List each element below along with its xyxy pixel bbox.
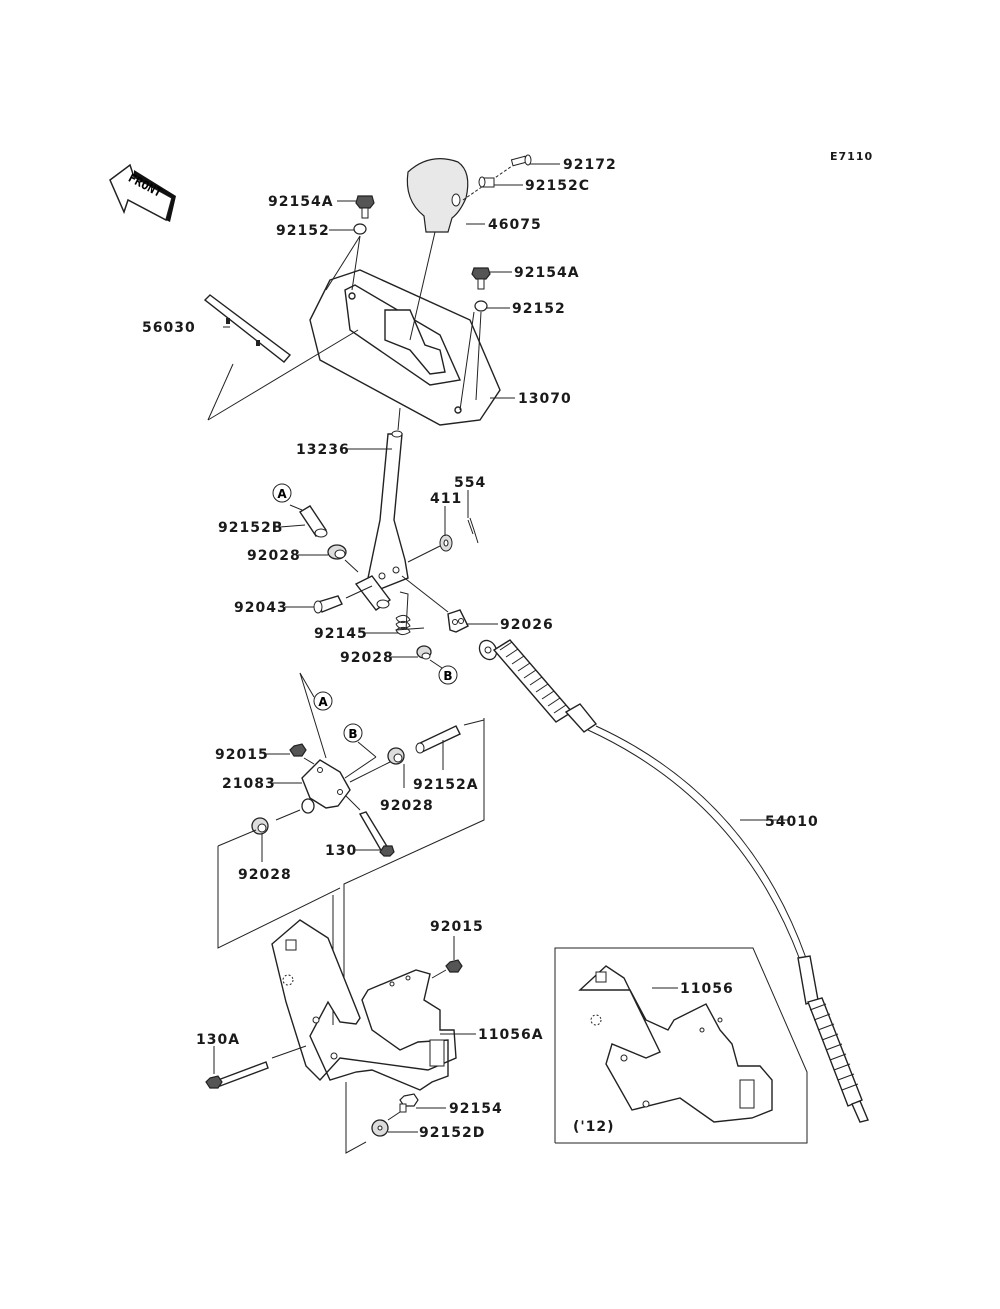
svg-text:B: B — [443, 669, 452, 683]
label-92152B[interactable]: 92152B — [218, 520, 283, 536]
bushing-92028-c — [387, 747, 405, 765]
bolt-130A — [205, 1061, 269, 1089]
label-92152A[interactable]: 92152A — [413, 777, 479, 793]
label-130A[interactable]: 130A — [196, 1032, 240, 1048]
pivot-tube — [354, 575, 391, 611]
label-92152-top[interactable]: 92152 — [276, 223, 330, 239]
clamp-92026 — [447, 609, 469, 633]
bolt-92154A-top — [355, 195, 375, 219]
pin-92152B — [299, 505, 328, 538]
spring-92145 — [395, 591, 425, 636]
bushing-92028-d — [251, 817, 269, 835]
label-92028-a[interactable]: 92028 — [247, 548, 301, 564]
diagram-code: E7110 — [830, 150, 873, 163]
washer-411 — [439, 534, 453, 552]
label-130[interactable]: 130 — [325, 843, 357, 859]
nut-92015-a — [289, 743, 307, 757]
svg-text:A: A — [318, 695, 328, 709]
label-554[interactable]: 554 — [454, 475, 486, 491]
label-411[interactable]: 411 — [430, 491, 462, 507]
label-92152-right[interactable]: 92152 — [512, 301, 566, 317]
bushing-92028-b — [416, 645, 432, 660]
screw-92172 — [462, 154, 532, 201]
callout-a-bottom: A — [313, 691, 333, 711]
label-92172[interactable]: 92172 — [563, 157, 617, 173]
shift-cable-54010 — [478, 639, 869, 1123]
label-92015-b[interactable]: 92015 — [430, 919, 484, 935]
label-56030[interactable]: 56030 — [142, 320, 196, 336]
collar-92152C — [478, 176, 495, 188]
callout-b-bottom: B — [343, 723, 363, 743]
label-strip-56030 — [203, 294, 292, 363]
label-11056A[interactable]: 11056A — [478, 1027, 544, 1043]
label-46075[interactable]: 46075 — [488, 217, 542, 233]
shift-lever — [367, 430, 409, 591]
bolt-92154A-right — [471, 267, 491, 290]
pin-92043 — [313, 595, 343, 614]
label-92043[interactable]: 92043 — [234, 600, 288, 616]
label-92028-d[interactable]: 92028 — [238, 867, 292, 883]
label-92028-b[interactable]: 92028 — [340, 650, 394, 666]
svg-text:A: A — [277, 487, 287, 501]
label-92154A-right[interactable]: 92154A — [514, 265, 580, 281]
bracket-11056A — [271, 919, 457, 1091]
label-13070[interactable]: 13070 — [518, 391, 572, 407]
label-92152C[interactable]: 92152C — [525, 178, 590, 194]
collar-92152D — [371, 1119, 389, 1137]
svg-text:B: B — [348, 727, 357, 741]
bolt-130 — [358, 811, 395, 857]
label-54010[interactable]: 54010 — [765, 814, 819, 830]
label-92154[interactable]: 92154 — [449, 1101, 503, 1117]
callout-a-top: A — [272, 483, 292, 503]
collar-21083-side — [301, 798, 315, 814]
bolt-92154 — [399, 1093, 419, 1113]
label-21083[interactable]: 21083 — [222, 776, 276, 792]
nut-92015-b — [445, 959, 463, 973]
leader-lines — [213, 163, 790, 1133]
label-92145[interactable]: 92145 — [314, 626, 368, 642]
shift-console — [309, 269, 501, 426]
collar-92152-right — [474, 300, 488, 312]
shift-knob — [406, 158, 469, 233]
bracket-21083 — [301, 759, 351, 809]
label-92152D[interactable]: 92152D — [419, 1125, 485, 1141]
part-labels: 92172 92152C 46075 92154A 92152 92154A 9… — [142, 157, 819, 1141]
cotter-pin-554 — [467, 517, 479, 544]
callout-b-top: B — [438, 665, 458, 685]
inset-year-note: ('12) — [573, 1119, 615, 1135]
inset-box: ('12) — [554, 947, 808, 1144]
collar-92152-top — [353, 223, 367, 235]
bushing-92028-a — [327, 544, 347, 560]
label-92154A-top[interactable]: 92154A — [268, 194, 334, 210]
label-92026[interactable]: 92026 — [500, 617, 554, 633]
front-arrow-icon: FRONT — [109, 163, 176, 222]
label-11056[interactable]: 11056 — [680, 981, 734, 997]
label-92015-a[interactable]: 92015 — [215, 747, 269, 763]
label-92028-c[interactable]: 92028 — [380, 798, 434, 814]
label-13236[interactable]: 13236 — [296, 442, 350, 458]
pin-92152A — [415, 725, 461, 754]
